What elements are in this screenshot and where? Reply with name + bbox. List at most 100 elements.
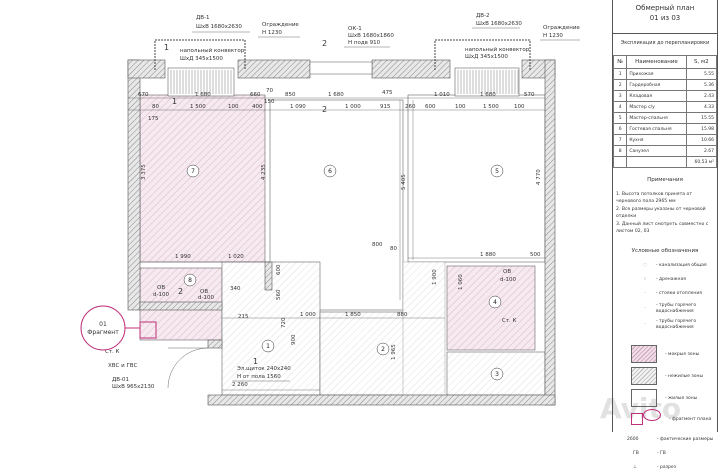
- dimension-label: 1 900: [432, 269, 438, 285]
- walls: [127, 59, 556, 406]
- cell-n: 4: [612, 101, 628, 113]
- drawing-title: Обмерный план: [635, 4, 695, 12]
- room-marker-2: 2: [376, 342, 390, 356]
- dimension-label: 1 000: [300, 312, 316, 318]
- dimension-label: 1 850: [345, 312, 361, 318]
- leader-lines: [192, 27, 580, 382]
- zone-legend-item: - жилые зоны: [613, 387, 717, 409]
- room-5-master-bedroom: [407, 94, 546, 263]
- room-marker-5: 5: [490, 164, 504, 178]
- room-7-kitchen: [139, 94, 266, 263]
- section-mark: 1: [253, 357, 258, 366]
- col-name: Наименование: [626, 55, 687, 69]
- explication-title: Экспликация до перепланировки: [620, 40, 710, 46]
- mark-legend: ГВ - ГВ: [633, 449, 717, 459]
- room-marker-7: 7: [186, 164, 200, 178]
- panel-label: Эл.щиток 240х240: [237, 366, 291, 372]
- dimension-label: 1 680: [480, 92, 496, 98]
- dv01-label: ДВ-01: [112, 377, 129, 383]
- room-marker-8: 8: [183, 273, 197, 287]
- room-number: 7: [191, 168, 195, 175]
- rail2-height: Н 1230: [543, 33, 563, 39]
- sheet-number: 01 из 03: [649, 14, 681, 22]
- notes-title: Примечания: [647, 177, 683, 183]
- cell-name: Гостевая спальня: [626, 123, 687, 135]
- vent3-label: ОВ: [503, 269, 511, 275]
- conv2-size: ШхД 345х1500: [465, 54, 508, 60]
- dimension-label: 1 680: [195, 92, 211, 98]
- convector-slats: [170, 70, 519, 94]
- dimension-label: 100: [455, 104, 466, 110]
- cell-area: 5.36: [685, 79, 718, 91]
- dv01-size: ШхВ 965х2130: [112, 384, 155, 390]
- legend-item: ·- трубы горячего водоснабжения: [634, 303, 714, 315]
- dim-legend-label: - фактические размеры: [657, 437, 714, 442]
- dimension-label: 915: [380, 104, 391, 110]
- dimension-label: 400: [252, 104, 263, 110]
- window-ok1: [309, 61, 373, 75]
- dimension-label: 800: [372, 242, 383, 248]
- cell-n: 1: [612, 68, 628, 80]
- title-block: Обмерный план 01 из 03: [613, 0, 717, 34]
- dimension-label: 100: [514, 104, 525, 110]
- legend-list: ◌- канализация общая ⁞- дренажная · - стояк…: [616, 261, 714, 331]
- legend-item: ·- трубы горячего водоснабжения: [634, 319, 714, 331]
- dimension-label: 880: [397, 312, 408, 318]
- zone-swatch: [613, 387, 665, 409]
- dimension-label: 260: [405, 104, 416, 110]
- sewer-riser-icon: ◌: [643, 263, 647, 268]
- dimension-label: 3 375: [141, 164, 147, 180]
- title-panel: Обмерный план 01 из 03 Экспликация до пе…: [612, 0, 718, 470]
- col-area: S, м2: [685, 55, 718, 69]
- drain-icon: ⁞: [644, 277, 646, 282]
- dimension-label: 2 260: [232, 382, 248, 388]
- dimension-label: 1 500: [483, 104, 499, 110]
- zone-swatch: [613, 409, 669, 429]
- room-markers: 1 2 3 4 5 6 7 8: [183, 164, 504, 381]
- room-marker-1: 1: [261, 339, 275, 353]
- total-row: 60,53 м²: [612, 156, 718, 168]
- legend-item: ◌- канализация общая: [634, 261, 714, 271]
- dimension-label: 570: [524, 92, 535, 98]
- fragment-number: 01: [99, 321, 107, 328]
- room-number: 3: [495, 371, 499, 378]
- dimension-label: 600: [276, 264, 282, 275]
- cell-area: 5.55: [685, 68, 718, 80]
- vent1-label: ОВ: [157, 285, 165, 291]
- zone-swatch: [613, 343, 665, 365]
- panel-height: Н от пола 1560: [237, 374, 281, 380]
- legend-item: ⁞- дренажная: [634, 275, 714, 285]
- dimension-label: 1 680: [328, 92, 344, 98]
- zone-label: - жилые зоны: [665, 395, 698, 401]
- cell-n: 3: [612, 90, 628, 102]
- dim-legend: 2600 - фактические размеры: [627, 435, 717, 445]
- fragment-callout[interactable]: 01 Фрагмент: [80, 305, 157, 351]
- dimension-label: 215: [238, 314, 249, 320]
- cell-area: 2.43: [685, 90, 718, 102]
- cell-n: 6: [612, 123, 628, 135]
- legend-label: - стояки отопления: [656, 291, 702, 296]
- dimension-label: 600: [425, 104, 436, 110]
- cell-name: Кухня: [626, 134, 687, 146]
- dimension-label: 4 235: [261, 164, 267, 180]
- cell-name: Мастер с/у: [626, 101, 687, 113]
- vent1-size: d-100: [153, 292, 169, 298]
- hall-passage: [402, 261, 446, 396]
- cold-water-icon: ·: [644, 291, 646, 296]
- dimension-label: 340: [230, 286, 241, 292]
- room-marker-6: 6: [323, 164, 337, 178]
- cell-area: 2.67: [685, 145, 718, 157]
- room-3-storage: [446, 351, 546, 396]
- dimension-label: 1 990: [175, 254, 191, 260]
- door-dv01-swing: [167, 347, 209, 389]
- zone-label: - нежилые зоны: [665, 373, 704, 379]
- cell-name: Прихожая: [626, 68, 687, 80]
- ok1-size: ШхВ 1680х1860: [348, 33, 394, 39]
